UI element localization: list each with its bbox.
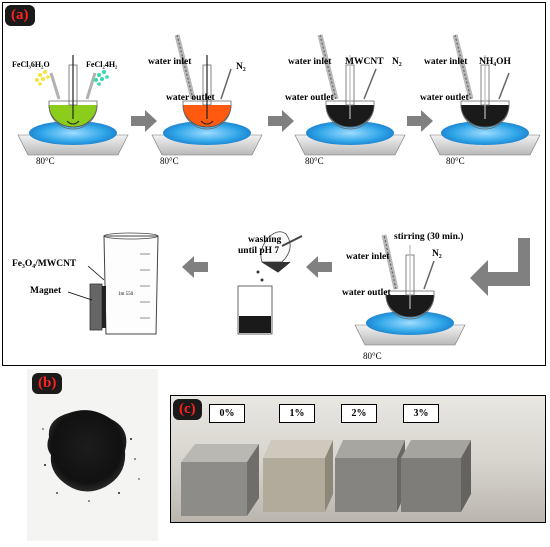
concrete-cubes [181, 440, 471, 516]
temp-label-5: 80°C [363, 351, 382, 361]
beaker-graduation-label: 1m 550 [118, 292, 134, 297]
water-inlet-label-5: water inlet [346, 252, 390, 262]
temp-label-1: 80°C [36, 156, 55, 166]
setup-3 [294, 34, 406, 156]
water-inlet-label-3: water inlet [288, 57, 332, 67]
panel-c-concrete-photo: 0% 1% 2% 3% [170, 395, 546, 523]
panel-b-label: (b) [32, 373, 63, 394]
magnet-label: Magnet [30, 286, 62, 296]
washing-ph-label: until pH 7 [238, 246, 280, 256]
setup-4 [429, 34, 541, 156]
setup-5 [354, 234, 466, 346]
nh4oh-label: NH₄OH [479, 57, 511, 67]
fecl3-powder-icon [35, 70, 50, 86]
synthesis-diagram [17, 34, 541, 346]
washing-setup [237, 231, 303, 335]
large-beaker-icon [103, 235, 159, 335]
fecl3-label: FeCl₃6H₂O [12, 60, 50, 69]
label-0-percent: 0% [209, 404, 245, 423]
water-outlet-label-5: water outlet [342, 288, 391, 298]
fecl2-label: FeCl₂4H₂ [86, 60, 118, 69]
setup-1 [17, 55, 129, 156]
temp-label-2: 80°C [160, 156, 179, 166]
water-inlet-label-4: water inlet [424, 57, 468, 67]
stirring-label: stirring (30 min.) [394, 232, 464, 242]
product-beaker [89, 232, 159, 335]
washing-label: washing [248, 235, 282, 245]
water-outlet-label-4: water outlet [420, 93, 469, 103]
arrow-left-2 [182, 256, 208, 278]
setup-2 [151, 34, 263, 156]
arrow-right-2 [268, 110, 294, 132]
concrete-cube-2 [335, 440, 405, 512]
water-inlet-label-2: water inlet [148, 57, 192, 67]
gas-label-2: N₂ [236, 62, 246, 72]
arrow-down-left [470, 238, 530, 296]
label-1-percent: 1% [279, 404, 315, 423]
magnet-icon [89, 283, 103, 331]
temp-label-4: 80°C [446, 156, 465, 166]
panel-c-label: (c) [173, 399, 202, 420]
label-3-percent: 3% [403, 404, 439, 423]
arrow-left-1 [306, 256, 332, 278]
mwcnt-label: MWCNT [345, 57, 384, 67]
water-outlet-label-3: water outlet [285, 93, 334, 103]
concrete-cube-1 [263, 440, 333, 512]
wash-bottle-icon [260, 231, 291, 263]
small-beaker-icon [237, 285, 273, 335]
temp-label-3: 80°C [305, 156, 324, 166]
water-bath [29, 121, 117, 145]
fe3o4-mwcnt-label: Fe₃O₄/MWCNT [12, 259, 77, 269]
water-outlet-label-2: water outlet [166, 93, 215, 103]
concrete-cube-3 [401, 440, 471, 512]
black-powder-pile [42, 410, 140, 502]
arrow-right-3 [407, 110, 433, 132]
panel-b-powder-photo [27, 369, 158, 541]
gas-label-5: N₂ [432, 249, 442, 259]
gas-label-3: N₂ [392, 57, 402, 67]
fecl2-powder-icon [94, 70, 109, 86]
label-2-percent: 2% [341, 404, 377, 423]
process-arrows [131, 110, 530, 296]
concrete-cube-0 [181, 444, 259, 516]
panel-a-label: (a) [5, 5, 35, 26]
arrow-right-1 [131, 110, 157, 132]
